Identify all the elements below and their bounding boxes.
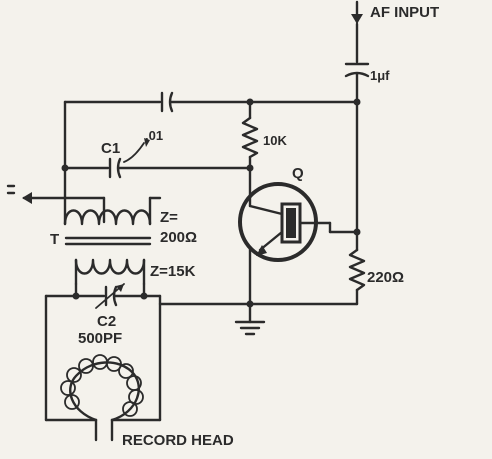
junction <box>246 164 254 172</box>
input-capacitor-label: 1μf <box>370 68 390 83</box>
af-input-label: AF INPUT <box>370 4 439 21</box>
transformer-label: T <box>50 231 59 248</box>
junction <box>353 98 361 106</box>
c2-label: C2 <box>97 313 116 330</box>
input-arrow-icon <box>351 14 363 24</box>
emitter-arrow-icon <box>256 245 267 256</box>
af-input-terminal <box>351 0 363 24</box>
transformer-secondary-coil <box>74 258 146 286</box>
z-secondary-label: Z=15K <box>150 263 196 280</box>
transformer-primary-coil <box>63 196 162 226</box>
c2-variable-capacitor <box>95 283 125 309</box>
z-primary-value: 200Ω <box>160 229 197 246</box>
transistor-label: Q <box>292 165 304 182</box>
resistor-220 <box>348 230 366 306</box>
record-head-icon <box>60 354 144 442</box>
r-10k-label: 10K <box>263 133 287 148</box>
r-220-label: 220Ω <box>367 269 404 286</box>
z-primary-label: Z= <box>160 209 178 226</box>
leader-arrow-icon <box>144 138 150 147</box>
variable-arrow-icon <box>116 284 124 292</box>
tap-arrow-icon <box>22 192 32 204</box>
junction <box>72 292 80 300</box>
c1-leader-line <box>123 142 145 163</box>
c1-value-label: .01 <box>145 128 163 143</box>
record-head-label: RECORD HEAD <box>122 432 234 449</box>
output-tap <box>6 184 106 224</box>
c2-value-label: 500PF <box>78 330 122 347</box>
transistor-q <box>238 182 332 262</box>
junction <box>140 292 148 300</box>
ground-icon <box>234 302 266 336</box>
junction <box>61 164 69 172</box>
c1-label: C1 <box>101 140 120 157</box>
